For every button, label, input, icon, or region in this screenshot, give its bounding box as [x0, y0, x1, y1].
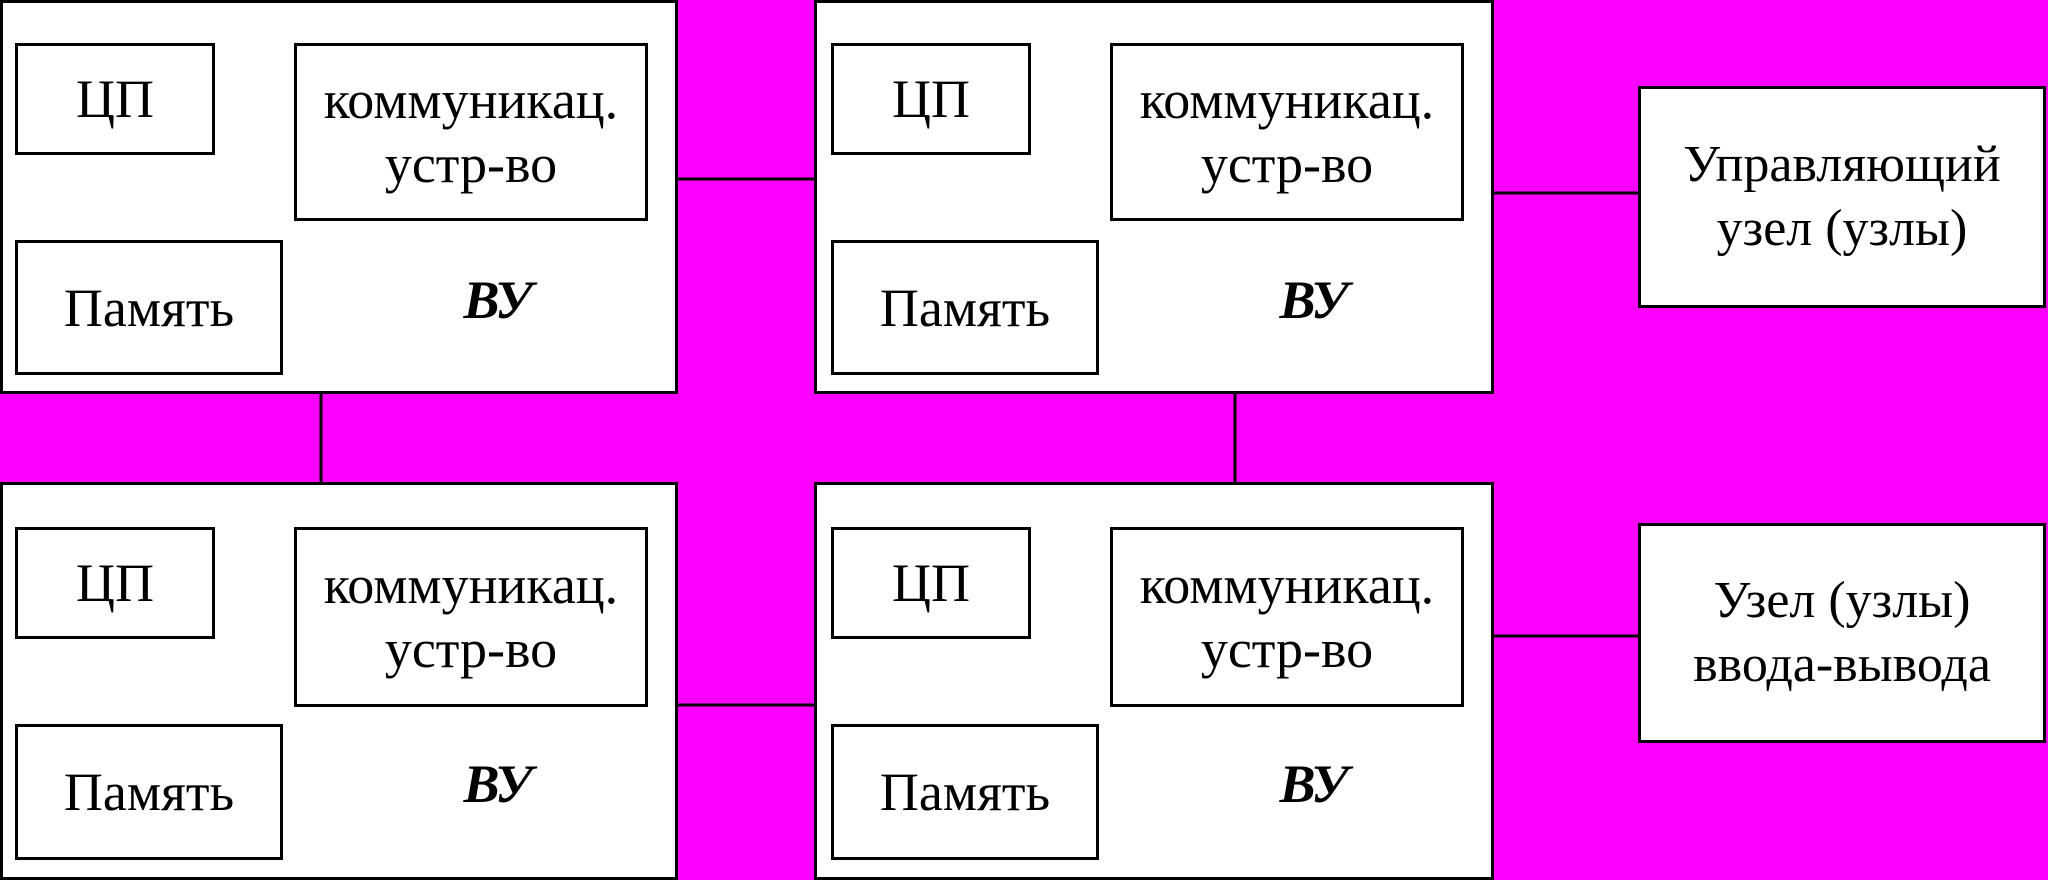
comm-device-label-line1: коммуникац. — [323, 555, 619, 615]
comm-device-box: коммуникац. устр-во — [294, 43, 648, 221]
cpu-box: ЦП — [831, 527, 1031, 639]
io-node-label-line1: Узел (узлы) — [1713, 572, 1971, 629]
computer-unit-3: ЦП коммуникац. устр-во Память ВУ — [0, 482, 678, 880]
computer-unit-4: ЦП коммуникац. устр-во Память ВУ — [814, 482, 1494, 880]
memory-label: Память — [63, 762, 235, 822]
comm-device-box: коммуникац. устр-во — [294, 527, 648, 707]
comm-device-label-line1: коммуникац. — [1139, 555, 1435, 615]
memory-label: Память — [879, 277, 1051, 338]
comm-device-label-line1: коммуникац. — [323, 70, 619, 130]
memory-label: Память — [63, 277, 235, 338]
memory-label: Память — [879, 762, 1051, 822]
unit-label: ВУ — [1279, 270, 1349, 330]
memory-box: Память — [831, 724, 1099, 860]
memory-box: Память — [15, 240, 283, 375]
memory-box: Память — [15, 724, 283, 860]
computer-unit-1: ЦП коммуникац. устр-во Память ВУ — [0, 0, 678, 394]
comm-device-label-line1: коммуникац. — [1139, 70, 1435, 130]
cpu-label: ЦП — [76, 69, 154, 129]
comm-device-box: коммуникац. устр-во — [1110, 43, 1464, 221]
control-node-label-line1: Управляющий — [1683, 136, 2001, 193]
comm-device-box: коммуникац. устр-во — [1110, 527, 1464, 707]
cpu-box: ЦП — [831, 43, 1031, 155]
memory-box: Память — [831, 240, 1099, 375]
unit-label: ВУ — [463, 754, 533, 814]
unit-label: ВУ — [463, 270, 533, 330]
control-node-label-line2: узел (узлы) — [1716, 200, 1968, 257]
cpu-box: ЦП — [15, 527, 215, 639]
cpu-box: ЦП — [15, 43, 215, 155]
control-node-box: Управляющий узел (узлы) — [1638, 86, 2046, 308]
unit-label: ВУ — [1279, 754, 1349, 814]
comm-device-label-line2: устр-во — [384, 134, 558, 194]
comm-device-label-line2: устр-во — [1200, 619, 1374, 679]
io-node-box: Узел (узлы) ввода-вывода — [1638, 523, 2046, 743]
io-node-label-line2: ввода-вывода — [1693, 636, 1991, 693]
computer-unit-2: ЦП коммуникац. устр-во Память ВУ — [814, 0, 1494, 394]
comm-device-label-line2: устр-во — [1200, 134, 1374, 194]
cpu-label: ЦП — [76, 553, 154, 613]
cpu-label: ЦП — [892, 553, 970, 613]
cpu-label: ЦП — [892, 69, 970, 129]
comm-device-label-line2: устр-во — [384, 619, 558, 679]
